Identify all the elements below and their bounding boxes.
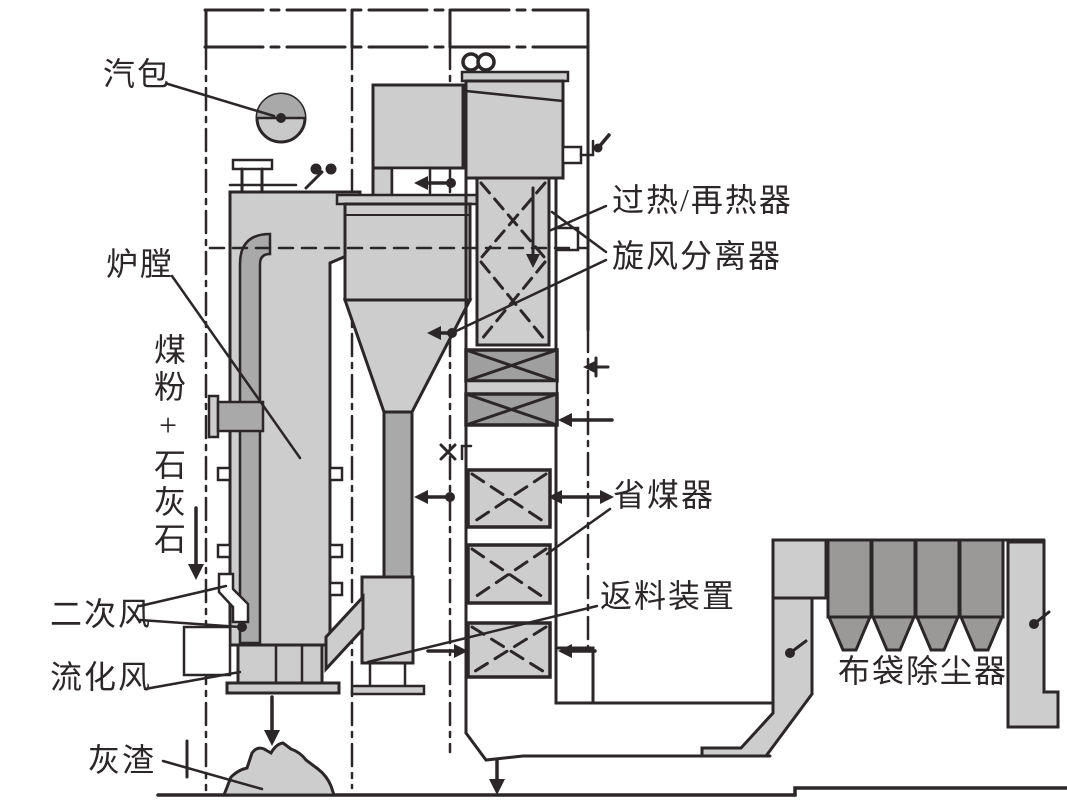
loop-seal-shape [324,575,426,696]
ground-line [156,786,1067,797]
label-furnace: 炉膛 [106,246,175,282]
label-steam-drum: 汽包 [103,56,172,92]
label-bag-dust-collector: 布袋除尘器 [838,653,1009,689]
ash-pile-shape [221,741,337,797]
furnace-internal-tube [238,232,272,645]
bag-filter-shape [700,538,1060,758]
leader-lines [138,82,612,791]
economizer-bank-1 [466,468,552,529]
steam-drum-shape [255,92,307,144]
label-return-device: 返料装置 [600,578,737,614]
bag-filter-inlet-duct [700,596,814,758]
label-fluidizing-air: 流化风 [50,659,153,695]
label-cyclone: 旋风分离器 [612,238,783,274]
return-duct-shape [324,593,365,673]
label-feedstock: 煤粉+石灰石 [150,333,186,559]
furnace-shape [182,158,362,695]
label-superheater: 过热/再热器 [612,182,793,218]
economizer-bank-3 [466,621,552,679]
label-secondary-air: 二次风 [50,596,153,632]
filter-bags [826,538,1005,652]
bag-filter-outlet-duct [1006,540,1060,729]
superheater-bank [475,176,551,347]
label-economizer: 省煤器 [613,477,716,513]
downcomer-shape [382,410,414,579]
tube-bank-dark-2 [464,392,559,427]
bank-spacer [464,379,559,396]
tube-bank-dark-1 [464,348,559,383]
label-ash-slag: 灰渣 [88,742,157,778]
economizer-bank-2 [466,543,552,605]
